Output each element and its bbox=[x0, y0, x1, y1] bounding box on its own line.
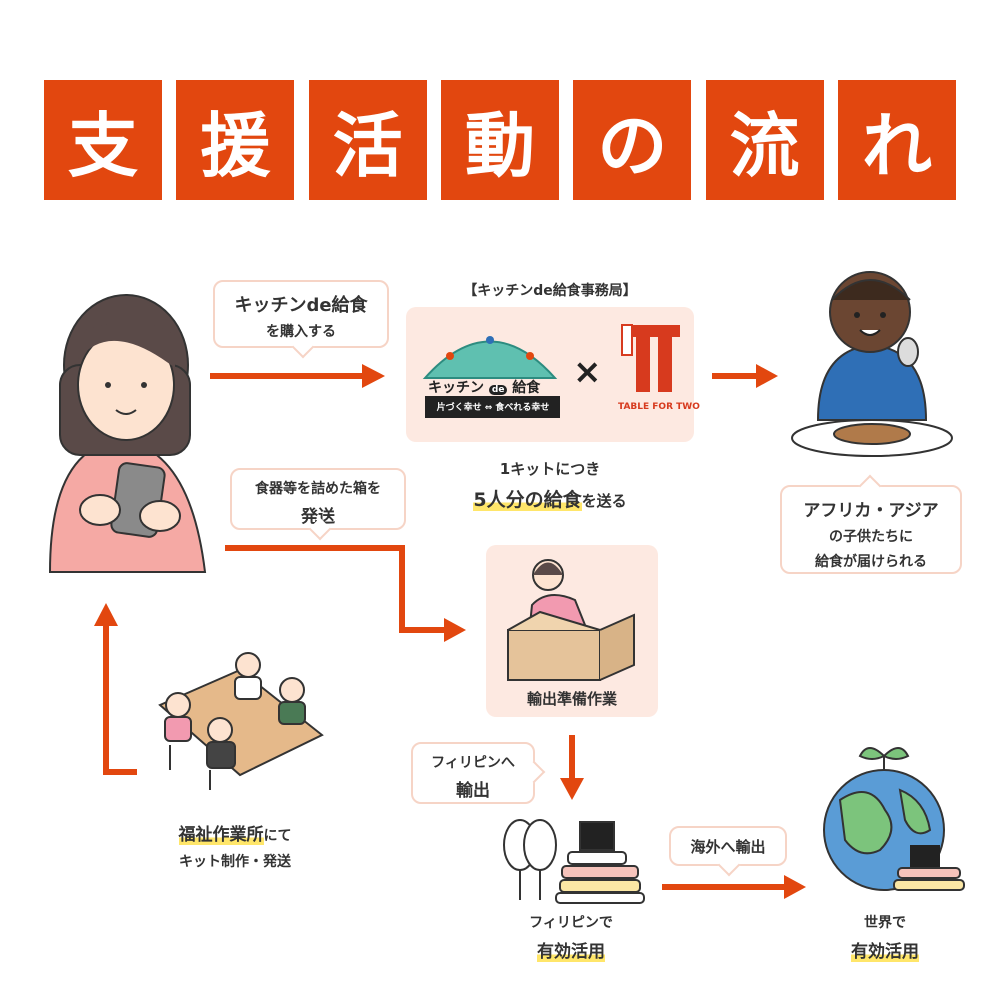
title-banner: 支 援 活 動 の 流 れ bbox=[44, 80, 956, 200]
kit-text-highlight: 5人分の給食 bbox=[473, 489, 582, 511]
purchase-line2: を購入する bbox=[266, 324, 336, 340]
prep-label: 輸出準備作業 bbox=[526, 690, 617, 708]
world-use-label: 世界で 有効活用 bbox=[815, 912, 955, 962]
woman-with-phone-illustration bbox=[48, 294, 207, 573]
table-for-two-logo bbox=[621, 324, 680, 392]
logo-cross: × bbox=[573, 352, 602, 392]
logo-tagline: 片づく幸せ ⇔ 食べれる幸せ bbox=[436, 403, 550, 413]
philippines-bubble: フィリピンへ 輸出 bbox=[411, 742, 546, 804]
logo-kitchen-text: キッチン de 給食 bbox=[428, 377, 540, 397]
philippines-line2: 輸出 bbox=[456, 781, 490, 801]
packing-illustration bbox=[507, 559, 635, 681]
welfare-workshop-illustration bbox=[158, 652, 324, 790]
child-eating-illustration bbox=[791, 271, 953, 457]
philippines-line1: フィリピンへ bbox=[431, 755, 515, 771]
welfare-tail: にて bbox=[263, 828, 292, 844]
title-char: 援 bbox=[176, 80, 295, 200]
welfare-line2: キット制作・発送 bbox=[179, 854, 291, 870]
kit-text: 1キットにつき 5人分の給食を送る bbox=[406, 458, 694, 512]
world-use-line2: 有効活用 bbox=[851, 942, 919, 962]
ship-bubble: 食器等を詰めた箱を 発送 bbox=[230, 468, 406, 541]
africa-line3: 給食が届けられる bbox=[815, 554, 927, 570]
logo-kyushoku: 給食 bbox=[512, 380, 541, 396]
title-char: 活 bbox=[308, 80, 427, 200]
title-char: 流 bbox=[705, 80, 824, 200]
philippines-use-label: フィリピンで 有効活用 bbox=[496, 912, 646, 962]
table-for-two-text: TABLE FOR TWO bbox=[618, 402, 700, 412]
kit-text-line1: 1キットにつき bbox=[499, 460, 601, 478]
title-char: の bbox=[573, 80, 692, 200]
welfare-highlight: 福祉作業所 bbox=[178, 825, 264, 845]
overseas-bubble: 海外へ輸出 bbox=[669, 826, 787, 877]
kitchen-de-kyushoku-logo bbox=[422, 336, 560, 418]
logo-de: de bbox=[488, 385, 508, 395]
purchase-bubble: キッチンde給食 を購入する bbox=[213, 280, 389, 359]
welfare-label: 福祉作業所にて キット制作・発送 bbox=[140, 820, 330, 871]
office-label: 【キッチンde給食事務局】 bbox=[463, 283, 637, 299]
africa-bubble: アフリカ・アジア の子供たちに 給食が届けられる bbox=[780, 474, 962, 574]
purchase-line1: キッチンde給食 bbox=[234, 295, 368, 316]
philippines-use-line2: 有効活用 bbox=[537, 942, 605, 962]
philippines-use-line1: フィリピンで bbox=[529, 915, 613, 931]
ship-line2: 発送 bbox=[301, 507, 335, 527]
ship-line1: 食器等を詰めた箱を bbox=[255, 481, 381, 497]
world-use-line1: 世界で bbox=[864, 915, 906, 931]
globe-illustration bbox=[823, 747, 965, 891]
title-char: 動 bbox=[440, 80, 559, 200]
arrow-up-welfare bbox=[103, 622, 137, 775]
overseas-text: 海外へ輸出 bbox=[690, 838, 766, 856]
africa-line2: の子供たちに bbox=[829, 529, 913, 545]
title-char: 支 bbox=[44, 80, 162, 200]
logo-kitchen-name: キッチン bbox=[428, 380, 484, 396]
flow-arrows bbox=[94, 364, 806, 899]
africa-line1: アフリカ・アジア bbox=[803, 501, 939, 521]
title-char: れ bbox=[837, 80, 956, 200]
kit-text-tail: を送る bbox=[581, 492, 627, 510]
dishes-philippines-illustration bbox=[503, 819, 645, 904]
arrow-ship bbox=[225, 545, 448, 633]
